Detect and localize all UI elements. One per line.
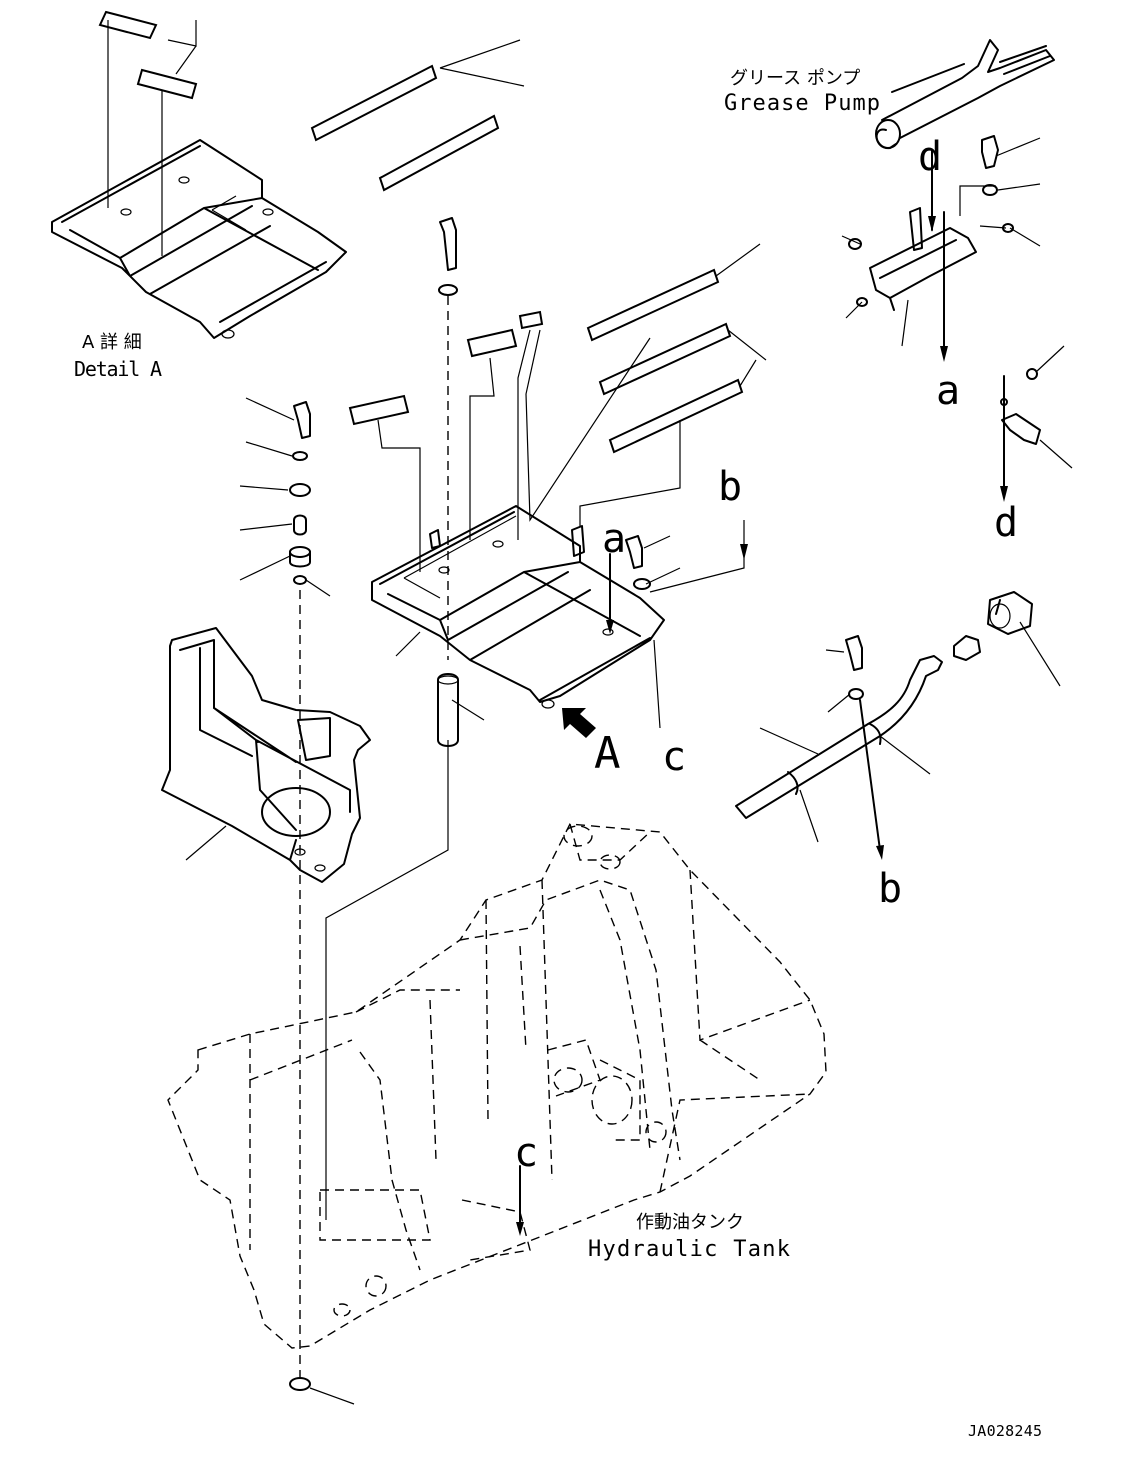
ref-letter-a-top: a (936, 368, 960, 414)
washer-left-2 (289, 483, 311, 497)
pad-center-2 (466, 328, 518, 358)
grease-pump-label-en: Grease Pump (724, 91, 880, 116)
ref-letter-c-bottom: c (514, 1130, 538, 1176)
pad-detail-4 (378, 114, 500, 192)
spacer-tube (437, 673, 459, 747)
detail-a-label-en: Detail A (74, 357, 162, 381)
bolt-hose (845, 635, 863, 671)
view-arrow-label: A (594, 728, 621, 779)
ref-letter-c-mid: c (662, 734, 686, 780)
ref-letter-a-mid: a (602, 516, 626, 562)
detail-a-assembly (51, 10, 525, 339)
ref-letter-d-top: d (918, 134, 942, 180)
grease-pump-body (875, 39, 1055, 150)
pad-center-6 (608, 378, 744, 454)
grease-pump-assembly (841, 39, 1073, 502)
step-bracket (371, 505, 665, 703)
fitting-elbow (987, 591, 1033, 635)
bolt-left (293, 401, 311, 439)
bracket-grease-pump (869, 227, 977, 311)
pad-center-1 (348, 394, 410, 426)
bracket-detail (51, 139, 347, 339)
pad-center-5 (598, 322, 732, 396)
bolt-center-top (439, 217, 457, 271)
bolt-grease-pump (981, 135, 999, 169)
ref-letter-b-bottom: b (878, 866, 902, 912)
fitting-adapter (953, 635, 981, 661)
left-cover (161, 627, 371, 883)
hydraulic-tank-label-jp: 作動油タンク (636, 1212, 744, 1233)
center-assembly (348, 217, 767, 747)
washer-bottom (289, 1377, 311, 1391)
ref-letter-d-bottom: d (994, 500, 1018, 546)
washer-left-1 (292, 451, 308, 461)
grease-pump-label-jp: グリース ポンプ (730, 68, 860, 89)
view-arrow-a (562, 708, 596, 738)
pad-detail-3 (310, 64, 438, 142)
clip-right (1001, 413, 1041, 445)
detail-a-label-jp: A 詳 細 (82, 332, 142, 353)
grease-hose (735, 655, 943, 819)
collar-left (293, 514, 307, 536)
pad-detail-2 (136, 68, 198, 100)
left-bolt-stack (239, 397, 355, 1405)
bolt-center-right (625, 535, 643, 569)
pad-center-4 (586, 268, 720, 342)
drawing-number: JA028245 (968, 1422, 1042, 1440)
hydraulic-tank-frame (167, 740, 827, 1349)
hydraulic-tank-label-en: Hydraulic Tank (588, 1237, 790, 1262)
grease-hose-assembly (735, 591, 1061, 860)
ref-letter-b-top: b (718, 464, 742, 510)
pad-center-3 (518, 310, 544, 330)
pad-detail-1 (98, 10, 158, 40)
